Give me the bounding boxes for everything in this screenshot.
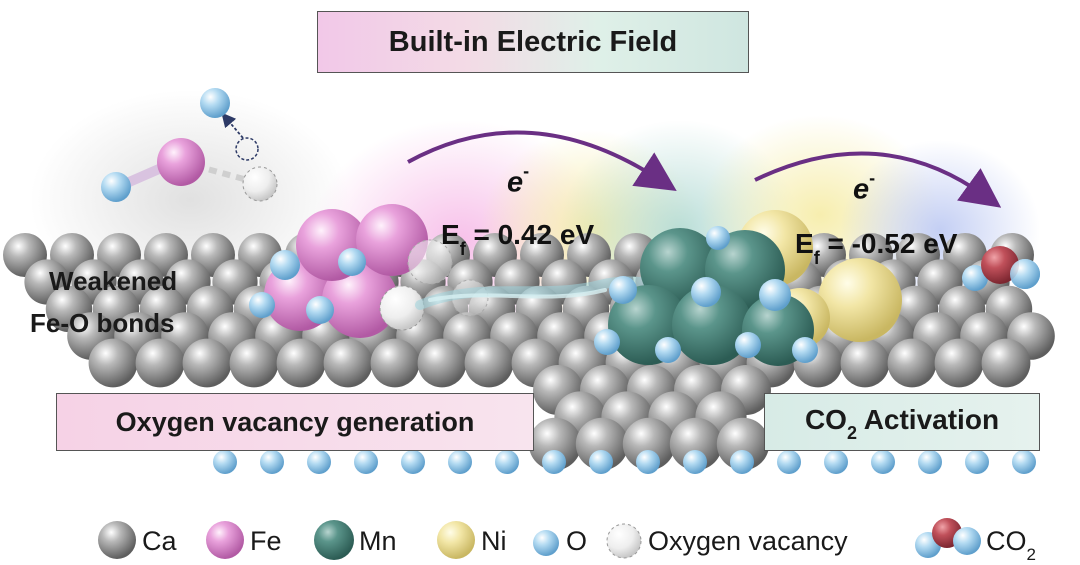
ca-atom xyxy=(575,417,629,471)
ca-atom xyxy=(229,338,279,388)
weakened-bonds-label-line2: Fe-O bonds xyxy=(30,308,175,338)
electron-transfer-arrow-2 xyxy=(754,151,1002,208)
ca-atom xyxy=(934,338,984,388)
legend-mn-label: Mn xyxy=(359,526,397,556)
co2-molecule xyxy=(962,246,1040,291)
lattice-o-atom xyxy=(542,450,566,474)
legend-fe-label: Fe xyxy=(250,526,282,556)
formation-energy-1: Ef = 0.42 eV xyxy=(441,219,595,259)
lattice-o-atom xyxy=(589,450,613,474)
oxygen-vacancy-generation-box: Oxygen vacancy generation xyxy=(56,393,534,451)
lattice-o-atom xyxy=(354,450,378,474)
lattice-o-atom xyxy=(448,450,472,474)
fe-cluster xyxy=(249,204,489,338)
lattice-o-atom xyxy=(307,450,331,474)
lattice-o-atom xyxy=(871,450,895,474)
weakened-bonds-label-line1: Weakened xyxy=(49,266,178,296)
legend-ni-label: Ni xyxy=(481,526,507,556)
ca-atom xyxy=(323,338,373,388)
ca-atom xyxy=(88,338,138,388)
lattice-o-atom xyxy=(683,450,707,474)
ca-atom xyxy=(464,338,514,388)
legend-spheres xyxy=(98,518,981,560)
lattice-o-atom xyxy=(918,450,942,474)
oxygen-vacancy-generation-label: Oxygen vacancy generation xyxy=(115,406,475,437)
electron-label-1: e- xyxy=(507,161,530,199)
ca-atom xyxy=(135,338,185,388)
lattice-o-atom xyxy=(260,450,284,474)
ca-atom xyxy=(528,417,582,471)
ca-atom xyxy=(370,338,420,388)
legend-o-label: O xyxy=(566,526,588,556)
ca-atom xyxy=(669,417,723,471)
lattice-o-atom xyxy=(1012,450,1036,474)
legend-ca-label: Ca xyxy=(142,526,177,556)
ca-atom xyxy=(716,417,770,471)
lattice-o-atom xyxy=(965,450,989,474)
ca-atom xyxy=(276,338,326,388)
lattice-o-atom xyxy=(401,450,425,474)
ca-atom xyxy=(981,338,1031,388)
ca-atom xyxy=(417,338,467,388)
co2-activation-label: CO2 Activation xyxy=(804,403,1000,444)
page-title: Built-in Electric Field xyxy=(388,25,678,58)
legend-ca-sphere xyxy=(98,521,136,559)
electron-transfer-arrow-1 xyxy=(407,130,677,191)
lattice-o-atom xyxy=(777,450,801,474)
title-box: Built-in Electric Field xyxy=(317,11,749,73)
lattice-o-atom xyxy=(730,450,754,474)
lattice-o-atom xyxy=(636,450,660,474)
lattice-oxygen-atoms xyxy=(213,450,1036,474)
ca-atom xyxy=(887,338,937,388)
legend-co2-label: CO2 xyxy=(986,526,1036,565)
legend-mn-sphere xyxy=(314,520,354,560)
charge-stream-inner xyxy=(428,288,607,302)
lattice-o-atom xyxy=(213,450,237,474)
legend-vacancy-label: Oxygen vacancy xyxy=(648,526,848,556)
legend-co2-o-right xyxy=(953,527,981,555)
fe-o-bond-molecule xyxy=(101,88,278,202)
mn-cluster xyxy=(594,226,818,366)
ca-atom xyxy=(622,417,676,471)
legend-fe-sphere xyxy=(206,521,244,559)
lattice-o-atom xyxy=(495,450,519,474)
electron-label-2: e- xyxy=(853,168,876,206)
legend-o-sphere xyxy=(533,530,559,556)
legend-ni-sphere xyxy=(437,521,475,559)
ca-atom xyxy=(182,338,232,388)
ca-atom xyxy=(840,338,890,388)
formation-energy-2: Ef = -0.52 eV xyxy=(795,228,958,268)
legend-vacancy-sphere xyxy=(606,523,642,559)
co2-activation-box: CO2 Activation xyxy=(764,393,1040,451)
lattice-o-atom xyxy=(824,450,848,474)
